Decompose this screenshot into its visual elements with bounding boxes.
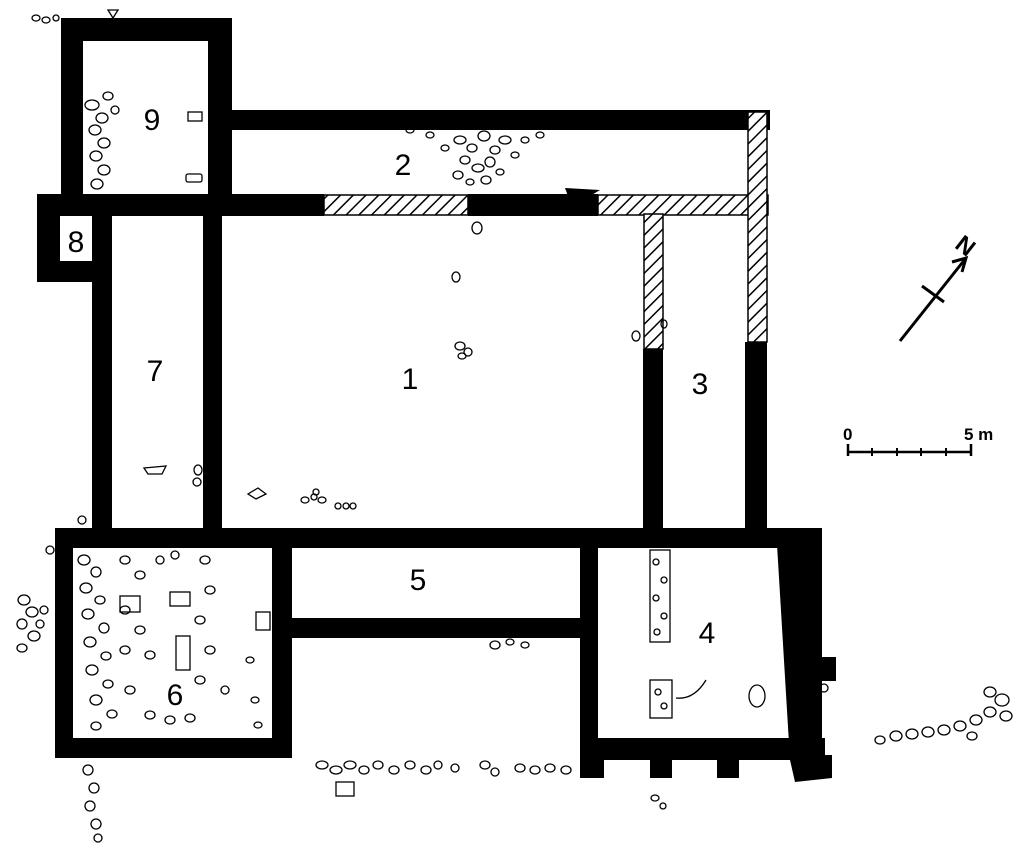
rubble-west-exterior: [16, 515, 103, 843]
rubble-room9: [84, 91, 203, 190]
wall-central-west: [40, 194, 324, 216]
hatched-wall-central-a: [323, 194, 469, 216]
room-label-4: 4: [699, 617, 716, 650]
wall-room8-west: [37, 194, 60, 282]
scale-label-end: 5 m: [964, 425, 993, 444]
room-label-3: 3: [692, 368, 709, 401]
wall-room1-east-lower: [643, 349, 663, 534]
wall-room6-east: [272, 528, 292, 758]
room-label-6: 6: [167, 679, 184, 712]
wall-room9-north: [61, 18, 232, 41]
buttress-2: [650, 758, 672, 778]
rubble-room2: [405, 126, 545, 186]
rubble-room1: [246, 221, 668, 510]
wall-central-mid: [468, 194, 598, 216]
wall-room2-north: [208, 110, 770, 130]
rubble-room4: [649, 549, 766, 719]
rubble-north: [31, 9, 600, 196]
scale-bar: 0 5 m: [843, 425, 993, 456]
rubble-south-exterior: [315, 638, 667, 810]
wall-room6-south: [55, 738, 292, 758]
wall-room4-south: [580, 738, 825, 760]
wall-room5-south: [272, 618, 598, 638]
wall-room4-east: [776, 528, 832, 782]
wall-room4-west: [580, 528, 598, 778]
wall-room7-west: [92, 194, 112, 534]
north-arrow: N: [898, 230, 980, 342]
buttress-3: [717, 758, 739, 778]
hatched-wall-central-b: [597, 194, 769, 216]
rubble: [16, 9, 1013, 843]
wall-room9-west: [61, 18, 83, 213]
hatched-wall-room3-east: [747, 111, 768, 343]
rubble-room7: [142, 464, 203, 487]
north-arrow-label: N: [950, 230, 980, 262]
room-label-7: 7: [147, 355, 164, 388]
room-label-8: 8: [68, 226, 85, 259]
wall-east-projection: [820, 657, 836, 681]
walls: [37, 18, 836, 782]
wall-room6-west: [55, 528, 73, 758]
room-label-5: 5: [410, 564, 427, 597]
rubble-east-exterior: [819, 683, 1013, 745]
hatched-walls: [323, 111, 769, 350]
hatched-wall-room1-east: [643, 213, 664, 350]
room-labels: 1 2 3 4 5 6 7 8 9: [68, 104, 716, 712]
scale-label-start: 0: [843, 425, 852, 444]
room-label-9: 9: [144, 104, 161, 137]
room-label-1: 1: [402, 363, 419, 396]
wall-room7-east: [203, 194, 222, 534]
north-arrow-crossbar: [921, 284, 945, 304]
wall-room3-east-lower: [745, 342, 767, 534]
north-arrow-shaft: [898, 257, 968, 342]
room-label-2: 2: [395, 149, 412, 182]
wall-room8-south: [37, 261, 110, 282]
buttress-1: [580, 758, 604, 778]
wall-south-band: [55, 528, 822, 548]
north-arrow-head: [951, 255, 969, 273]
rubble-room6: [77, 550, 271, 731]
